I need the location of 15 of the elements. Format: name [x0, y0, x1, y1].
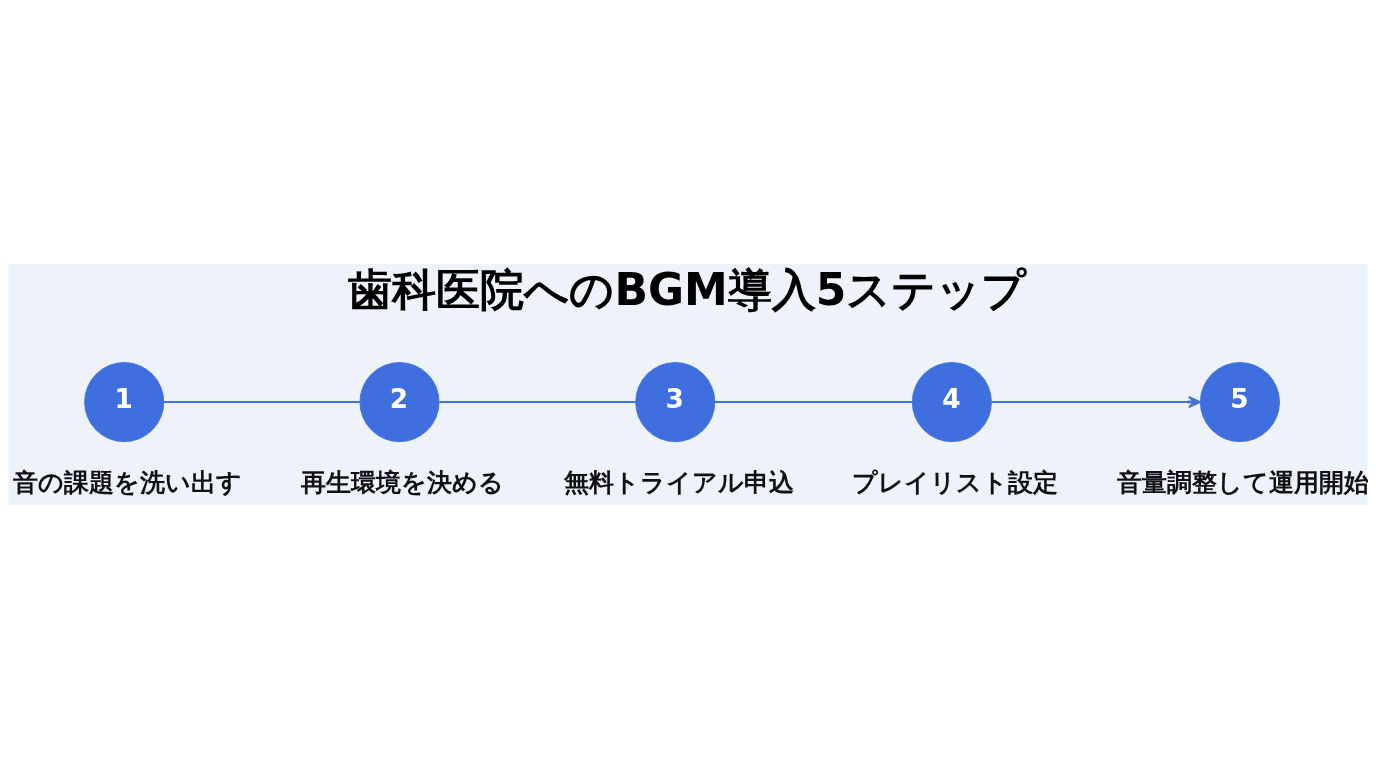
- node-label: 音量調整して運用開始: [1116, 467, 1369, 497]
- arrow: [990, 395, 1202, 408]
- node-label: プレイリスト設定: [852, 467, 1059, 497]
- node-label: 再生環境を決める: [300, 467, 504, 497]
- connector: [713, 400, 914, 403]
- connector: [438, 400, 637, 403]
- node-label: 音の課題を洗い出す: [12, 467, 242, 497]
- node-circle: 5: [1199, 361, 1280, 442]
- node-circle: 4: [911, 361, 992, 442]
- connector: [163, 400, 361, 403]
- node-circle: 2: [359, 361, 440, 442]
- node-label: 無料トライアル申込: [563, 467, 794, 497]
- diagram-title: 歯科医院へのBGM導入5ステップ: [348, 263, 1027, 315]
- node-circle: 3: [635, 361, 716, 442]
- node-circle: 1: [84, 361, 165, 442]
